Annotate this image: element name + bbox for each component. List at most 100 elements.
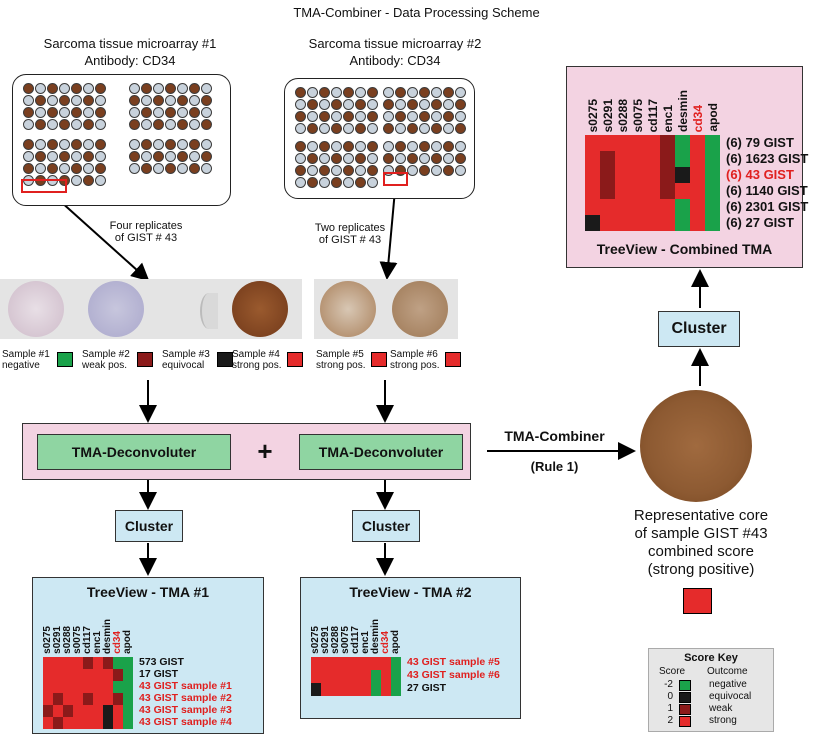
tissue-core-dot (295, 153, 306, 164)
heatmap-cell (53, 717, 63, 729)
heatmap-cell (53, 657, 63, 669)
heatmap-cell (600, 183, 615, 199)
score-key-outcome: weak (709, 703, 733, 714)
tma2-antibody: Antibody: CD34 (349, 53, 441, 68)
heatmap-cell (83, 705, 93, 717)
tissue-core-dot (71, 163, 82, 174)
column-header: apod (705, 103, 720, 132)
heatmap-cell (630, 183, 645, 199)
heatmap-cell (73, 693, 83, 705)
tissue-core-dot (95, 151, 106, 162)
heatmap-cell (361, 657, 371, 670)
heatmap-cell (675, 167, 690, 183)
tissue-core-dot (189, 139, 200, 150)
score-key-header-score: Score (659, 666, 686, 677)
tissue-core-dot (407, 165, 418, 176)
tissue-core-dot (367, 111, 378, 122)
tissue-core-dot (141, 83, 152, 94)
score-key-value: 1 (667, 703, 673, 714)
heatmap-cell (645, 215, 660, 231)
heatmap-cell (113, 657, 123, 669)
tissue-core-dot (23, 83, 34, 94)
tissue-core-dot (443, 99, 454, 110)
combiner-rule-label: (Rule 1) (530, 459, 579, 474)
heatmap-grid (311, 657, 401, 696)
heatmap-cell (93, 669, 103, 681)
heatmap-cell (341, 683, 351, 696)
heatmap-cell (585, 167, 600, 183)
heatmap-cell (391, 670, 401, 683)
tissue-core-dot (153, 163, 164, 174)
score-key-outcome: negative (709, 679, 747, 690)
column-header: desmin (675, 89, 690, 132)
heatmap-cell (93, 717, 103, 729)
heatmap-cell (630, 215, 645, 231)
score-key-value: -2 (664, 679, 673, 690)
core-image-sample-4 (232, 281, 288, 337)
cluster-button-1[interactable]: Cluster (115, 510, 183, 542)
heatmap-cell (43, 657, 53, 669)
heatmap-cell (391, 683, 401, 696)
heatmap-cell (83, 681, 93, 693)
heatmap-cell (43, 669, 53, 681)
tissue-core-dot (177, 151, 188, 162)
heatmap-cell (585, 215, 600, 231)
cluster-button-combined[interactable]: Cluster (658, 311, 740, 347)
tissue-core-dot (455, 165, 466, 176)
tissue-core-dot (95, 107, 106, 118)
heatmap-cell (351, 657, 361, 670)
heatmap-cell (103, 717, 113, 729)
tissue-core-dot (431, 141, 442, 152)
tissue-core-dot (307, 99, 318, 110)
tissue-core-dot (201, 95, 212, 106)
heatmap-cell (585, 135, 600, 151)
heatmap-cell (660, 199, 675, 215)
tissue-core-dot (83, 119, 94, 130)
heatmap-cell (705, 167, 720, 183)
tissue-core-dot (177, 83, 188, 94)
tissue-core-dot (383, 153, 394, 164)
tissue-core-dot (153, 119, 164, 130)
treeview-title: TreeView - Combined TMA (596, 241, 773, 257)
tissue-core-dot (307, 177, 318, 188)
heatmap-cell (690, 199, 705, 215)
tissue-core-dot (95, 83, 106, 94)
heatmap-cell (615, 167, 630, 183)
tissue-core-dot (83, 83, 94, 94)
tissue-core-dot (83, 163, 94, 174)
sample-score-swatch (371, 352, 387, 367)
tma-deconvoluter-right[interactable]: TMA-Deconvoluter (299, 434, 463, 470)
heatmap-cell (93, 693, 103, 705)
cluster-button-2[interactable]: Cluster (352, 510, 420, 542)
tissue-core-dot (153, 139, 164, 150)
heatmap-cell (675, 135, 690, 151)
heatmap-cell (53, 705, 63, 717)
row-label: 27 GIST (407, 682, 447, 695)
tissue-core-dot (189, 107, 200, 118)
tissue-core-dot (355, 165, 366, 176)
tissue-core-dot (201, 83, 212, 94)
tissue-core-dot (47, 139, 58, 150)
tissue-core-dot (23, 163, 34, 174)
tissue-core-dot (165, 83, 176, 94)
tma-deconvoluter-left[interactable]: TMA-Deconvoluter (37, 434, 231, 470)
tissue-core-dot (165, 95, 176, 106)
tissue-core-dot (153, 151, 164, 162)
heatmap-cell (103, 693, 113, 705)
tissue-core-dot (307, 123, 318, 134)
tissue-core-dot (331, 111, 342, 122)
tissue-core-dot (47, 119, 58, 130)
tissue-core-dot (129, 107, 140, 118)
heatmap-cell (123, 717, 133, 729)
heatmap-cell (123, 681, 133, 693)
tissue-core-dot (165, 151, 176, 162)
tissue-core-dot (47, 83, 58, 94)
tissue-core-dot (383, 141, 394, 152)
score-key-title: Score Key (684, 652, 738, 664)
row-label: 43 GIST sample #2 (139, 691, 232, 704)
heatmap-cell (321, 683, 331, 696)
heatmap-cell (123, 669, 133, 681)
heatmap-cell (351, 670, 361, 683)
column-header: s0075 (630, 98, 645, 132)
